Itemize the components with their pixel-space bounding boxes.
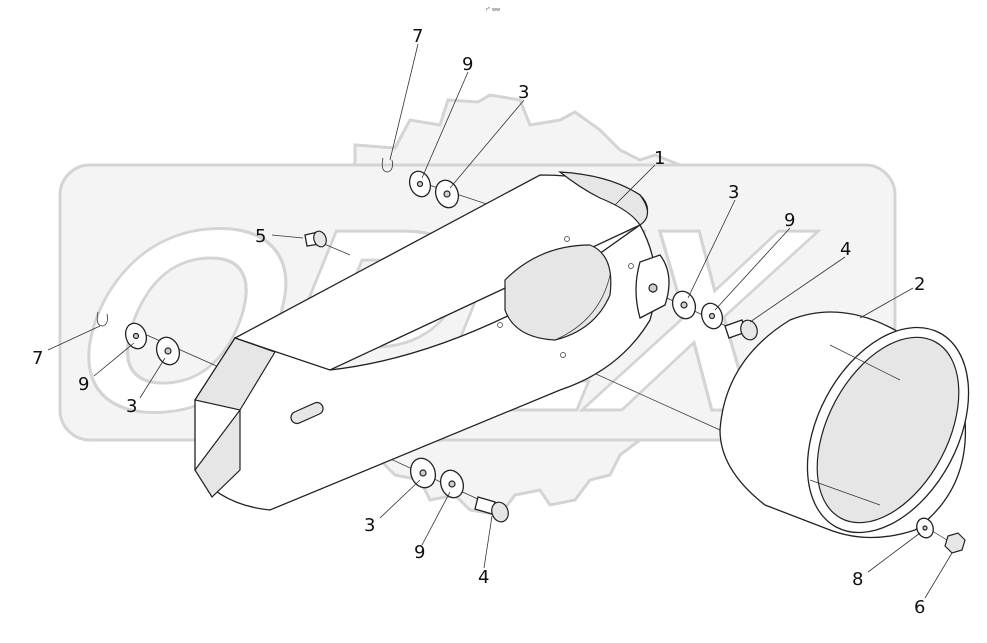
callout-9-bottom: 9 bbox=[414, 542, 425, 563]
washer-3-bottom bbox=[409, 457, 437, 489]
callout-9-top: 9 bbox=[462, 54, 473, 75]
washer-3-right bbox=[671, 290, 697, 320]
callout-6: 6 bbox=[914, 597, 925, 618]
callout-3-top: 3 bbox=[518, 82, 529, 103]
callout-8: 8 bbox=[852, 569, 863, 590]
nut-6 bbox=[944, 532, 966, 554]
callout-7-left: 7 bbox=[32, 348, 43, 369]
washer-8 bbox=[916, 517, 934, 539]
bolt-4-bottom bbox=[474, 496, 509, 523]
callout-4-right: 4 bbox=[840, 239, 851, 260]
pin-7-left bbox=[96, 311, 108, 327]
washer-9-left bbox=[124, 322, 148, 350]
bolt-4-right bbox=[724, 319, 758, 341]
washer-3-top bbox=[434, 179, 460, 209]
header-caption: r" ww bbox=[486, 7, 500, 13]
callout-4-bottom: 4 bbox=[478, 567, 489, 588]
callout-9-left: 9 bbox=[78, 374, 89, 395]
washer-9-bottom bbox=[439, 469, 465, 499]
callout-3-left: 3 bbox=[126, 396, 137, 417]
washer-3-left bbox=[155, 336, 181, 366]
watermark-text: OPEX bbox=[51, 175, 831, 466]
callout-leaders bbox=[47, 43, 953, 599]
callout-labels: 7 9 3 1 5 3 9 4 2 7 9 3 3 9 4 8 6 bbox=[32, 26, 925, 618]
washer-9-top bbox=[408, 170, 432, 198]
callout-3-bottom: 3 bbox=[364, 515, 375, 536]
callout-7-top: 7 bbox=[412, 26, 423, 47]
callout-9-right: 9 bbox=[784, 210, 795, 231]
callout-2: 2 bbox=[914, 274, 925, 295]
callout-3-right: 3 bbox=[728, 182, 739, 203]
pin-7-top bbox=[381, 157, 393, 173]
bolt-5 bbox=[304, 230, 327, 248]
callout-5: 5 bbox=[255, 226, 266, 247]
washer-9-right bbox=[700, 302, 724, 330]
part-1-belt-guard bbox=[194, 171, 670, 511]
part-2-cylinder-cover bbox=[719, 311, 970, 539]
callout-1: 1 bbox=[654, 148, 665, 169]
